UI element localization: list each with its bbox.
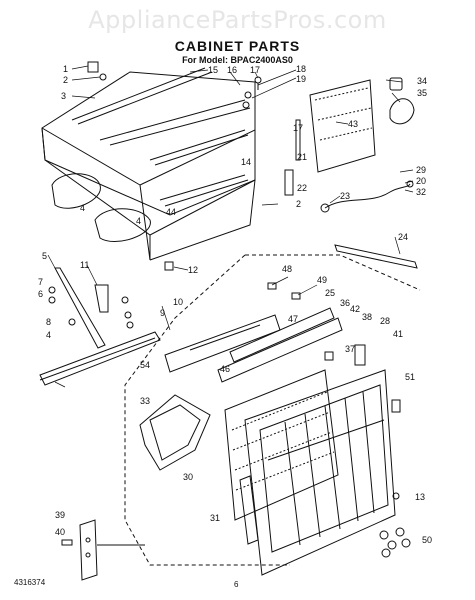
callout-23: 23 <box>340 191 350 201</box>
callout-10: 10 <box>173 297 183 307</box>
model-subtitle: For Model: BPAC2400AS0 <box>182 55 293 65</box>
callout-37: 37 <box>345 344 355 354</box>
page-number: 6 <box>234 580 239 589</box>
callout-11: 11 <box>80 260 89 270</box>
callout-17b: 17 <box>293 123 303 133</box>
callout-36: 36 <box>340 298 350 308</box>
front-assembly-outline <box>124 254 421 566</box>
air-filter <box>224 369 339 521</box>
power-cord <box>320 180 414 213</box>
callout-2b: 2 <box>296 199 301 209</box>
callout-42: 42 <box>350 304 360 314</box>
callout-25: 25 <box>325 288 335 298</box>
callout-7: 7 <box>38 277 43 287</box>
callout-35: 35 <box>417 88 427 98</box>
callout-6: 6 <box>38 289 43 299</box>
callout-46: 46 <box>220 364 230 374</box>
callout-3: 3 <box>61 91 66 101</box>
front-grille <box>244 369 401 576</box>
callout-30: 30 <box>183 472 193 482</box>
callout-5: 5 <box>42 251 47 261</box>
mounting-bracket <box>61 519 145 581</box>
louver-grille <box>217 307 366 383</box>
callout-47: 47 <box>288 314 298 324</box>
callout-18: 18 <box>296 64 306 74</box>
callout-29: 29 <box>416 165 426 175</box>
callout-4b: 4 <box>136 216 141 226</box>
filter-panel <box>309 79 376 173</box>
watermark: AppliancePartsPros.com <box>88 6 387 34</box>
callout-33: 33 <box>140 396 150 406</box>
callout-12: 12 <box>188 265 198 275</box>
bottom-rail <box>39 331 161 386</box>
callout-20: 20 <box>416 176 426 186</box>
callout-1: 1 <box>63 64 68 74</box>
callout-40: 40 <box>55 527 65 537</box>
callout-39: 39 <box>55 510 65 520</box>
callout-32: 32 <box>416 187 426 197</box>
callout-16: 16 <box>227 65 237 75</box>
control-knob-parts <box>389 77 415 125</box>
callout-19: 19 <box>296 74 306 84</box>
callout-28: 28 <box>380 316 390 326</box>
side-strip <box>284 119 301 196</box>
callout-50: 50 <box>422 535 432 545</box>
left-bracket-parts <box>48 267 134 349</box>
callout-49: 49 <box>317 275 327 285</box>
support-bar <box>334 244 418 269</box>
callout-17: 17 <box>250 65 260 75</box>
callout-31: 31 <box>210 513 220 523</box>
callout-21: 21 <box>297 152 307 162</box>
leader-lines <box>47 65 414 388</box>
callout-13: 13 <box>415 492 425 502</box>
page-title: CABINET PARTS <box>174 38 301 54</box>
callout-2: 2 <box>63 75 68 85</box>
callout-51: 51 <box>405 372 415 382</box>
callout-15: 15 <box>208 65 218 75</box>
callout-4c: 4 <box>46 330 51 340</box>
callout-54: 54 <box>140 360 150 370</box>
callout-43: 43 <box>348 119 358 129</box>
callout-9: 9 <box>160 308 165 318</box>
callout-4a: 4 <box>80 203 85 213</box>
callout-24: 24 <box>398 232 408 242</box>
callout-14: 14 <box>241 157 251 167</box>
callout-44: 44 <box>166 207 176 217</box>
fasteners-top <box>87 61 262 109</box>
callout-48: 48 <box>282 264 292 274</box>
callout-22: 22 <box>297 183 307 193</box>
callout-34: 34 <box>417 76 427 86</box>
heater-coil <box>139 394 211 471</box>
callout-8: 8 <box>46 317 51 327</box>
callout-labels: 1 2 3 15 16 17 18 19 34 35 43 17 14 21 2… <box>38 64 432 545</box>
cabinet-shell <box>41 67 256 271</box>
front-strip <box>239 475 259 545</box>
screws-bottom-right <box>379 492 411 558</box>
document-number: 4316374 <box>14 578 46 587</box>
callout-38: 38 <box>362 312 372 322</box>
callout-41: 41 <box>393 329 403 339</box>
